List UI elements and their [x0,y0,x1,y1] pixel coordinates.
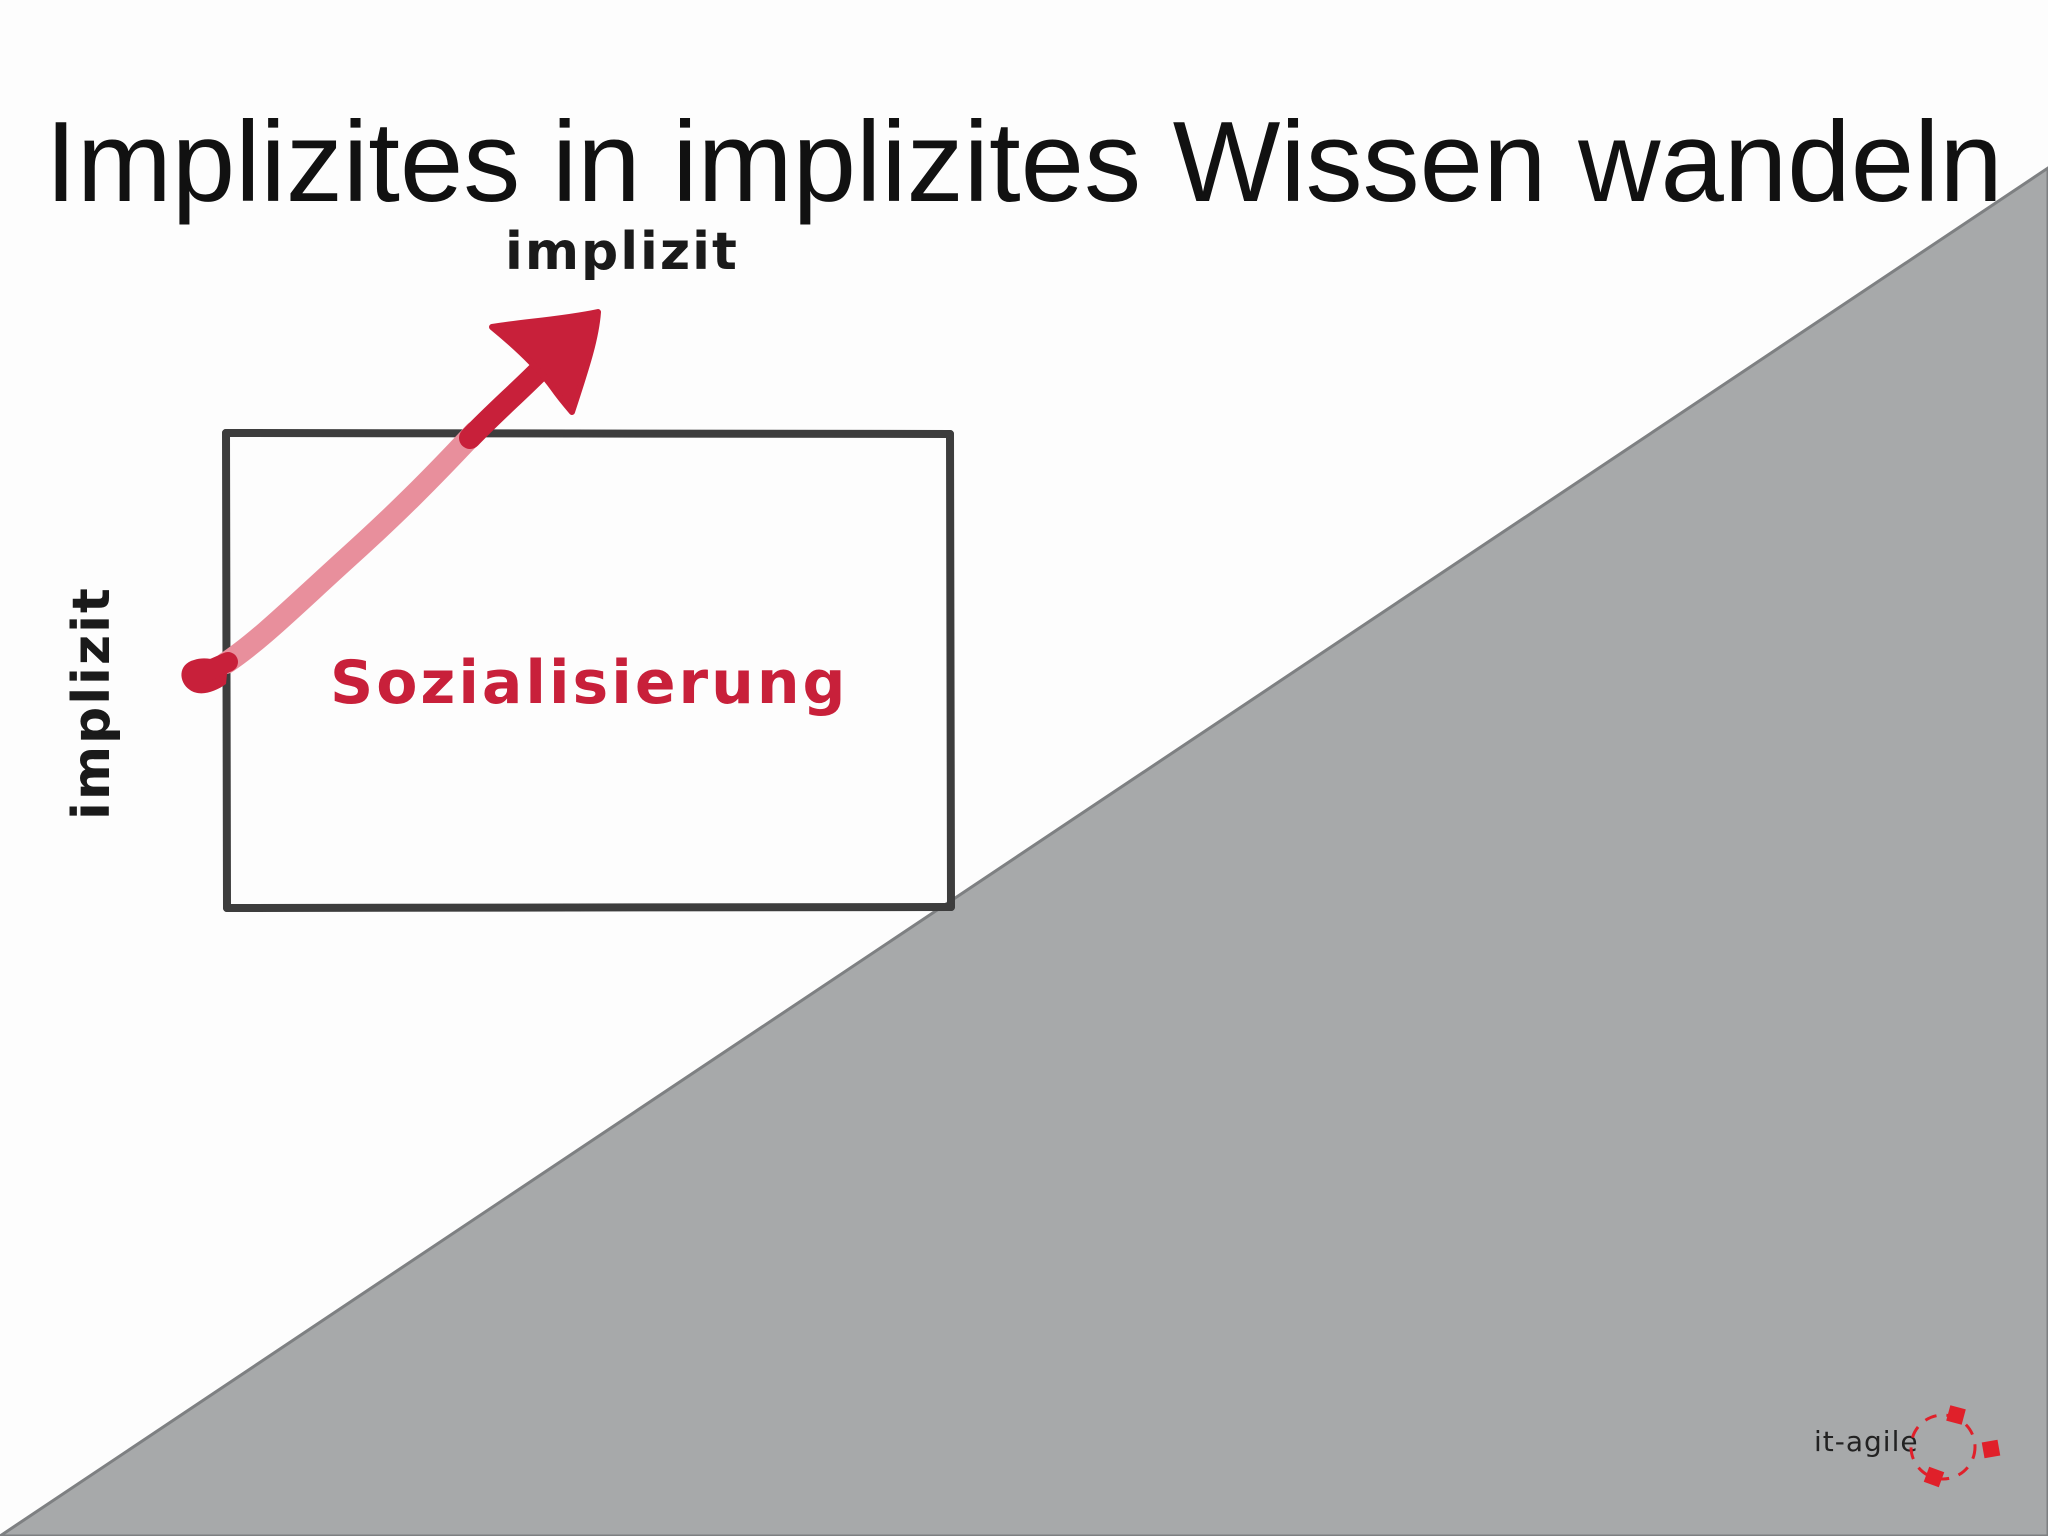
logo-text: it-agile [1814,1425,1919,1458]
background-triangle [0,166,2048,1536]
arrow-shaft [459,359,551,449]
quadrant-box [222,429,955,912]
x-axis-label: implizit [505,222,739,282]
it-agile-logo: it-agile [1808,1405,2008,1495]
quadrant-label-sozialisierung: Sozialisierung [330,648,849,718]
slide-title: Implizites in implizites Wissen wandeln [45,99,2003,227]
arrow-head [489,309,601,415]
logo-mark-icon [1909,1405,2001,1488]
arrow-shaft-faded [215,421,486,674]
arrow-shaft-start [186,652,238,686]
y-axis-label: implizit [62,586,122,820]
